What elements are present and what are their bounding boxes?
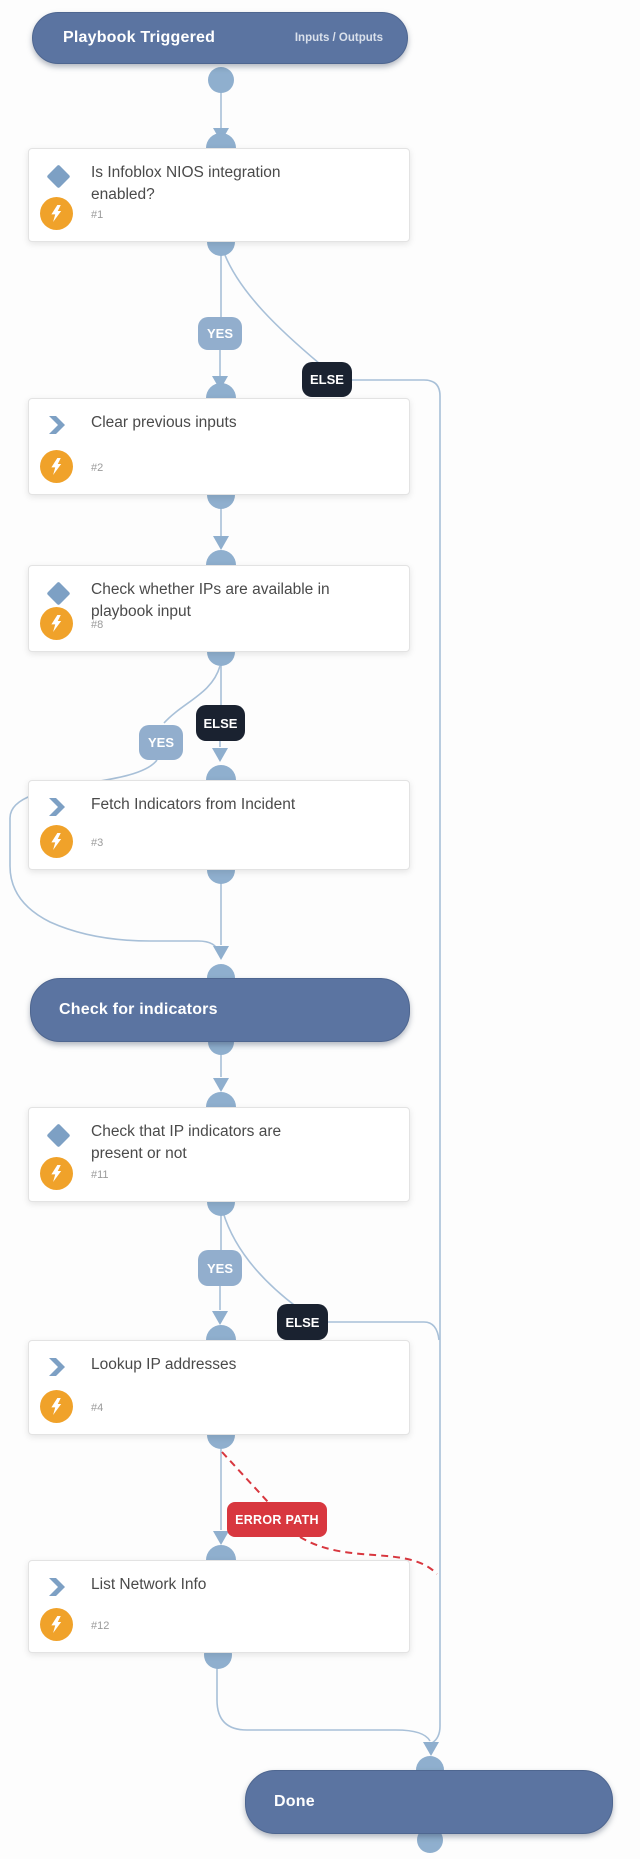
automation-bolt-icon — [40, 1390, 73, 1423]
automation-bolt-icon — [40, 607, 73, 640]
task-node-1[interactable]: Is Infoblox NIOS integration enabled? #1 — [28, 148, 410, 242]
yes-branch-label-3: YES — [198, 1250, 242, 1286]
task-id: #8 — [91, 619, 104, 631]
condition-icon — [46, 581, 71, 606]
done-node[interactable]: Done — [245, 1770, 613, 1834]
condition-icon — [46, 1123, 71, 1148]
task-title: Check that IP indicators are present or … — [91, 1123, 282, 1162]
task-id: #3 — [91, 837, 104, 849]
task-id: #11 — [91, 1169, 109, 1181]
error-edge-b — [299, 1536, 438, 1575]
playbook-triggered-node[interactable]: Playbook Triggered Inputs / Outputs — [32, 12, 408, 64]
task-node-4[interactable]: Lookup IP addresses #4 — [28, 1340, 410, 1435]
task-id: #12 — [91, 1620, 110, 1632]
edge-task11-else — [222, 1211, 299, 1309]
task-node-2[interactable]: Clear previous inputs #2 — [28, 398, 410, 495]
task-title: List Network Info — [91, 1576, 207, 1593]
edge-else1-trunk — [352, 379, 441, 1744]
yes-branch-label-1: YES — [198, 317, 242, 350]
section-header-node[interactable]: Check for indicators — [30, 978, 410, 1042]
arrowheads — [212, 128, 439, 1756]
task-chevron-icon — [46, 414, 68, 436]
start-node-title: Playbook Triggered — [63, 29, 216, 46]
task-title: Lookup IP addresses — [91, 1356, 237, 1373]
task-node-3[interactable]: Fetch Indicators from Incident #3 — [28, 780, 410, 870]
yes-branch-label-2: YES — [139, 725, 183, 760]
task-title: Is Infoblox NIOS integration enabled? — [91, 164, 281, 203]
task-chevron-icon — [46, 1356, 68, 1378]
error-path-lines — [221, 1451, 438, 1575]
error-edge-a — [221, 1451, 269, 1503]
task-id: #2 — [91, 462, 104, 474]
done-title: Done — [274, 1793, 315, 1810]
task-node-8[interactable]: Check whether IPs are available in playb… — [28, 565, 410, 652]
else-branch-label-1: ELSE — [302, 362, 352, 397]
automation-bolt-icon — [40, 197, 73, 230]
automation-bolt-icon — [40, 825, 73, 858]
condition-icon — [46, 164, 71, 189]
task-chevron-icon — [46, 1576, 68, 1598]
task-id: #1 — [91, 209, 104, 221]
edge-task1-else — [222, 249, 321, 365]
task-node-11[interactable]: Check that IP indicators are present or … — [28, 1107, 410, 1202]
edge-else3-merge — [328, 1321, 440, 1341]
task-title: Fetch Indicators from Incident — [91, 796, 296, 813]
task-title: Clear previous inputs — [91, 414, 237, 431]
automation-bolt-icon — [40, 1157, 73, 1190]
else-branch-label-3: ELSE — [277, 1304, 328, 1340]
automation-bolt-icon — [40, 1608, 73, 1641]
inputs-outputs-link[interactable]: Inputs / Outputs — [294, 32, 383, 44]
edge-task8-yes — [163, 665, 221, 724]
task-title: Check whether IPs are available in playb… — [91, 581, 330, 620]
task-id: #4 — [91, 1402, 104, 1414]
else-branch-label-2: ELSE — [196, 705, 245, 741]
section-title: Check for indicators — [59, 1001, 218, 1018]
edge-task12-done — [216, 1660, 431, 1742]
automation-bolt-icon — [40, 450, 73, 483]
error-path-label: ERROR PATH — [227, 1502, 327, 1537]
task-chevron-icon — [46, 796, 68, 818]
task-node-12[interactable]: List Network Info #12 — [28, 1560, 410, 1653]
